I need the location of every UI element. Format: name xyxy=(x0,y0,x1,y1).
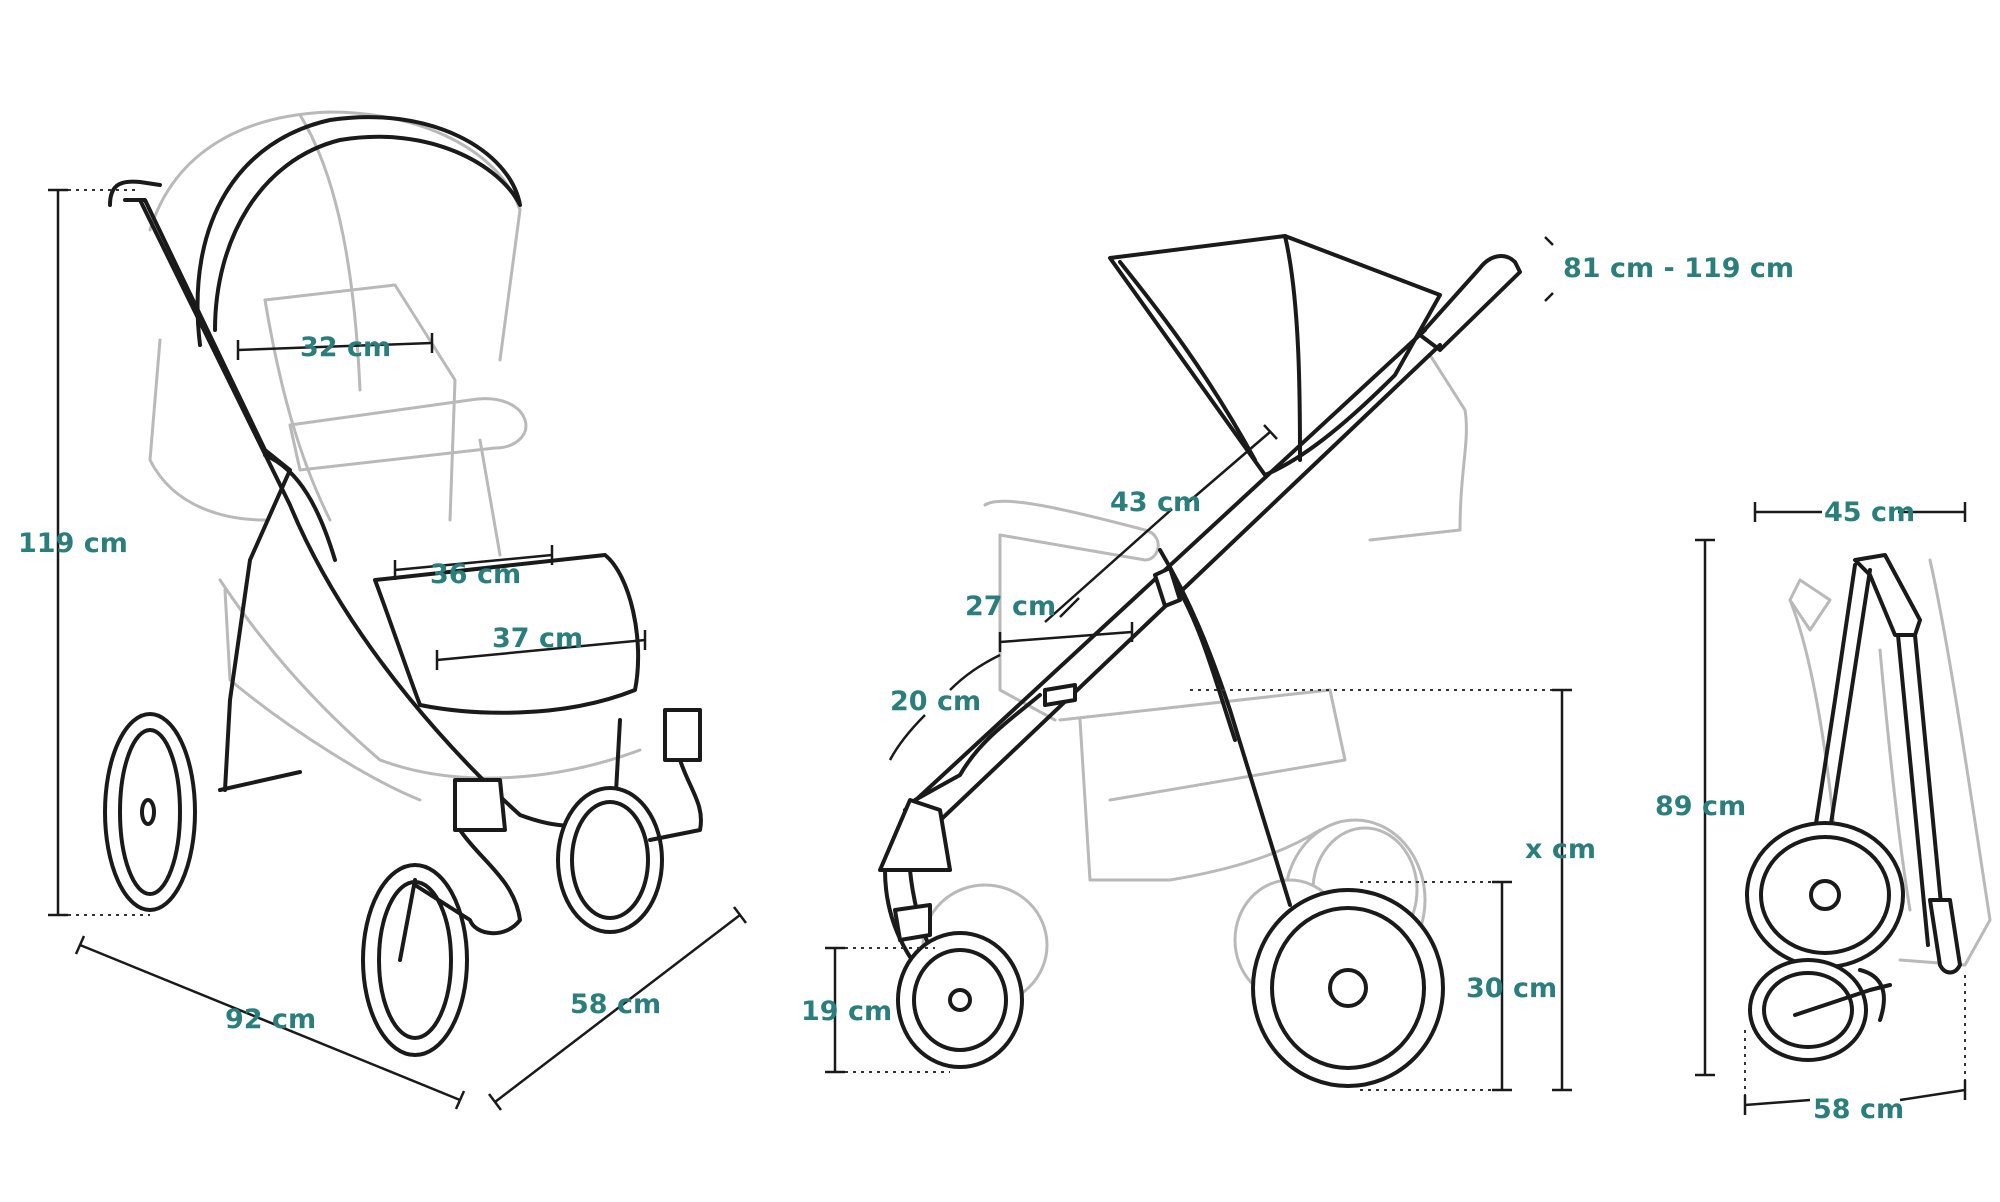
label-handle-height: 81 cm - 119 cm xyxy=(1563,253,1794,284)
label-front-height: 119 cm xyxy=(18,528,128,559)
dimension-labels: 119 cm 92 cm 58 cm 32 cm 36 cm 37 cm 81 … xyxy=(18,253,1915,1125)
folded-view-dimension-lines xyxy=(1695,502,1967,1115)
label-footrest-width: 37 cm xyxy=(492,623,583,654)
label-front-width: 58 cm xyxy=(570,989,661,1020)
label-backrest-height: 43 cm xyxy=(1110,487,1201,518)
label-front-wheel: 19 cm xyxy=(801,996,892,1027)
stroller-side-view xyxy=(878,234,1522,1088)
label-seat-depth: 27 cm xyxy=(965,591,1056,622)
side-view-dimension-lines xyxy=(825,236,1572,1092)
stroller-folded-view xyxy=(1745,553,1992,1062)
label-footrest-length: 20 cm xyxy=(890,686,981,717)
label-folded-height: 89 cm xyxy=(1655,791,1746,822)
label-seat-height: x cm xyxy=(1525,834,1596,865)
front-view-dimension-lines xyxy=(48,188,747,1111)
label-backrest-width: 32 cm xyxy=(300,332,391,363)
label-rear-wheel: 30 cm xyxy=(1466,973,1557,1004)
label-seat-width: 36 cm xyxy=(430,559,521,590)
stroller-front-view xyxy=(103,110,703,1057)
label-folded-width: 45 cm xyxy=(1824,497,1915,528)
label-folded-depth: 58 cm xyxy=(1813,1094,1904,1125)
label-front-length: 92 cm xyxy=(225,1004,316,1035)
